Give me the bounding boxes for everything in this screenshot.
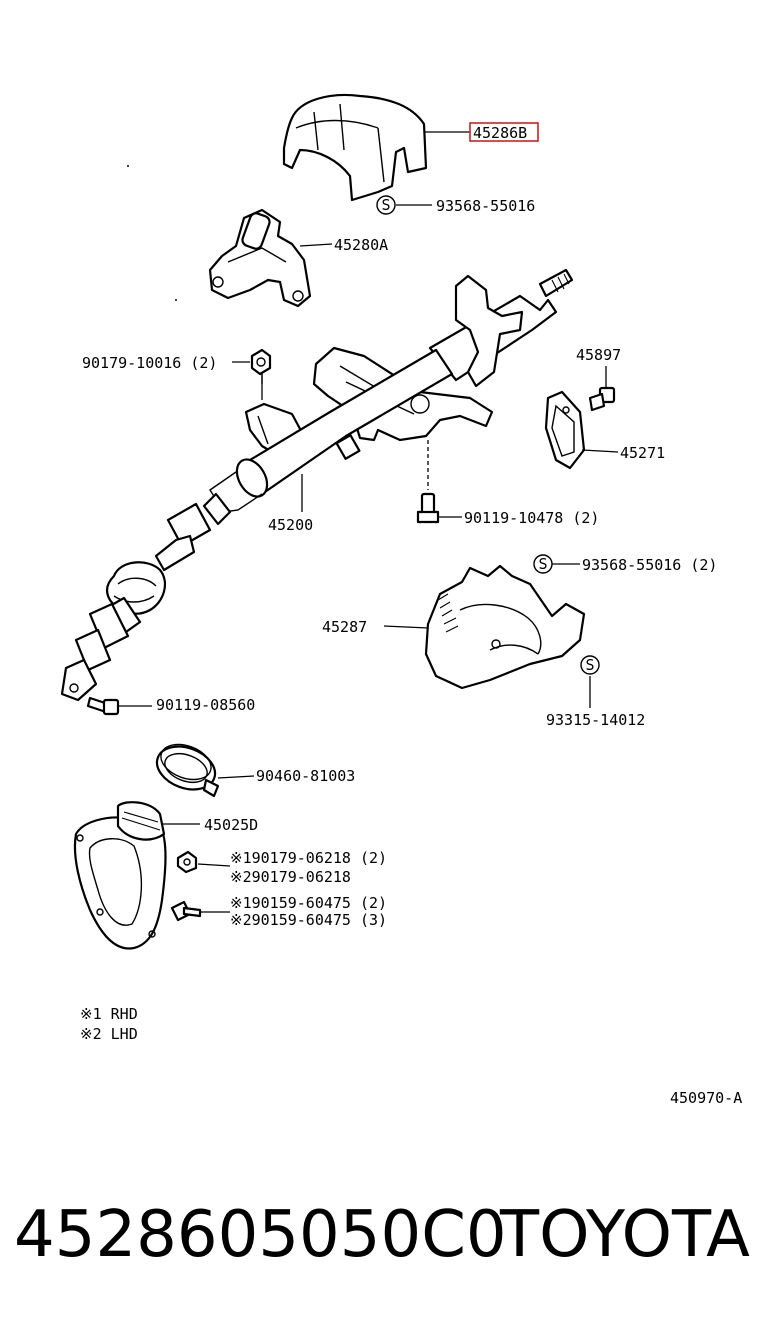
callout-90179-10016[interactable]: 90179-10016 (2) bbox=[82, 354, 217, 372]
nut-90179-06218-drawing bbox=[176, 850, 198, 874]
callout-45286B[interactable]: 45286B bbox=[473, 124, 527, 142]
footer-brand: TOYOTA bbox=[499, 1198, 750, 1272]
highlight-box bbox=[469, 122, 539, 142]
callout-93568-55016-2[interactable]: 93568-55016 (2) bbox=[582, 556, 717, 574]
upper-column-cover-drawing bbox=[282, 93, 428, 202]
plate-45271-drawing bbox=[544, 390, 586, 470]
stud-45897-drawing bbox=[588, 386, 616, 412]
steering-column-drawing bbox=[209, 268, 574, 513]
footer-part-number: 4528605050C0 bbox=[14, 1198, 507, 1272]
s-marker-1: S bbox=[376, 195, 396, 215]
callout-90159-60475-rhd[interactable]: ※190159-60475 (2) bbox=[230, 894, 387, 912]
boot-45025D-drawing bbox=[73, 801, 167, 950]
legend-rhd: ※1 RHD bbox=[80, 1005, 138, 1023]
callout-45025D[interactable]: 45025D bbox=[204, 816, 258, 834]
svg-text:S: S bbox=[538, 555, 547, 573]
diagram-code: 450970-A bbox=[670, 1089, 742, 1107]
callout-93315-14012[interactable]: 93315-14012 bbox=[546, 711, 645, 729]
bolt-90119-10478-drawing bbox=[416, 492, 440, 524]
callout-90179-06218-rhd[interactable]: ※190179-06218 (2) bbox=[230, 849, 387, 867]
callout-45271[interactable]: 45271 bbox=[620, 444, 665, 462]
legend-lhd: ※2 LHD bbox=[80, 1025, 138, 1043]
s-marker-3: S bbox=[580, 655, 600, 675]
bolt-90119-08560-drawing bbox=[86, 696, 120, 716]
callout-93568-55016[interactable]: 93568-55016 bbox=[436, 197, 535, 215]
intermediate-shaft-drawing bbox=[60, 492, 232, 702]
s-marker-2: S bbox=[533, 554, 553, 574]
lower-column-cover-drawing bbox=[424, 564, 586, 690]
nut-90179-10016-drawing bbox=[250, 348, 272, 376]
clamp-90460-81003-drawing bbox=[155, 743, 220, 798]
callout-45200[interactable]: 45200 bbox=[268, 516, 313, 534]
callout-90119-08560[interactable]: 90119-08560 bbox=[156, 696, 255, 714]
callout-90179-06218-lhd[interactable]: ※290179-06218 bbox=[230, 868, 351, 886]
callout-45280A[interactable]: 45280A bbox=[334, 236, 388, 254]
callout-90460-81003[interactable]: 90460-81003 bbox=[256, 767, 355, 785]
callout-90159-60475-lhd[interactable]: ※290159-60475 (3) bbox=[230, 911, 387, 929]
callout-90119-10478[interactable]: 90119-10478 (2) bbox=[464, 509, 599, 527]
callout-45287[interactable]: 45287 bbox=[322, 618, 367, 636]
svg-text:S: S bbox=[585, 656, 594, 674]
column-bracket-drawing bbox=[208, 208, 312, 308]
bolt-90159-60475-drawing bbox=[170, 900, 202, 922]
svg-text:S: S bbox=[381, 196, 390, 214]
callout-45897[interactable]: 45897 bbox=[576, 346, 621, 364]
